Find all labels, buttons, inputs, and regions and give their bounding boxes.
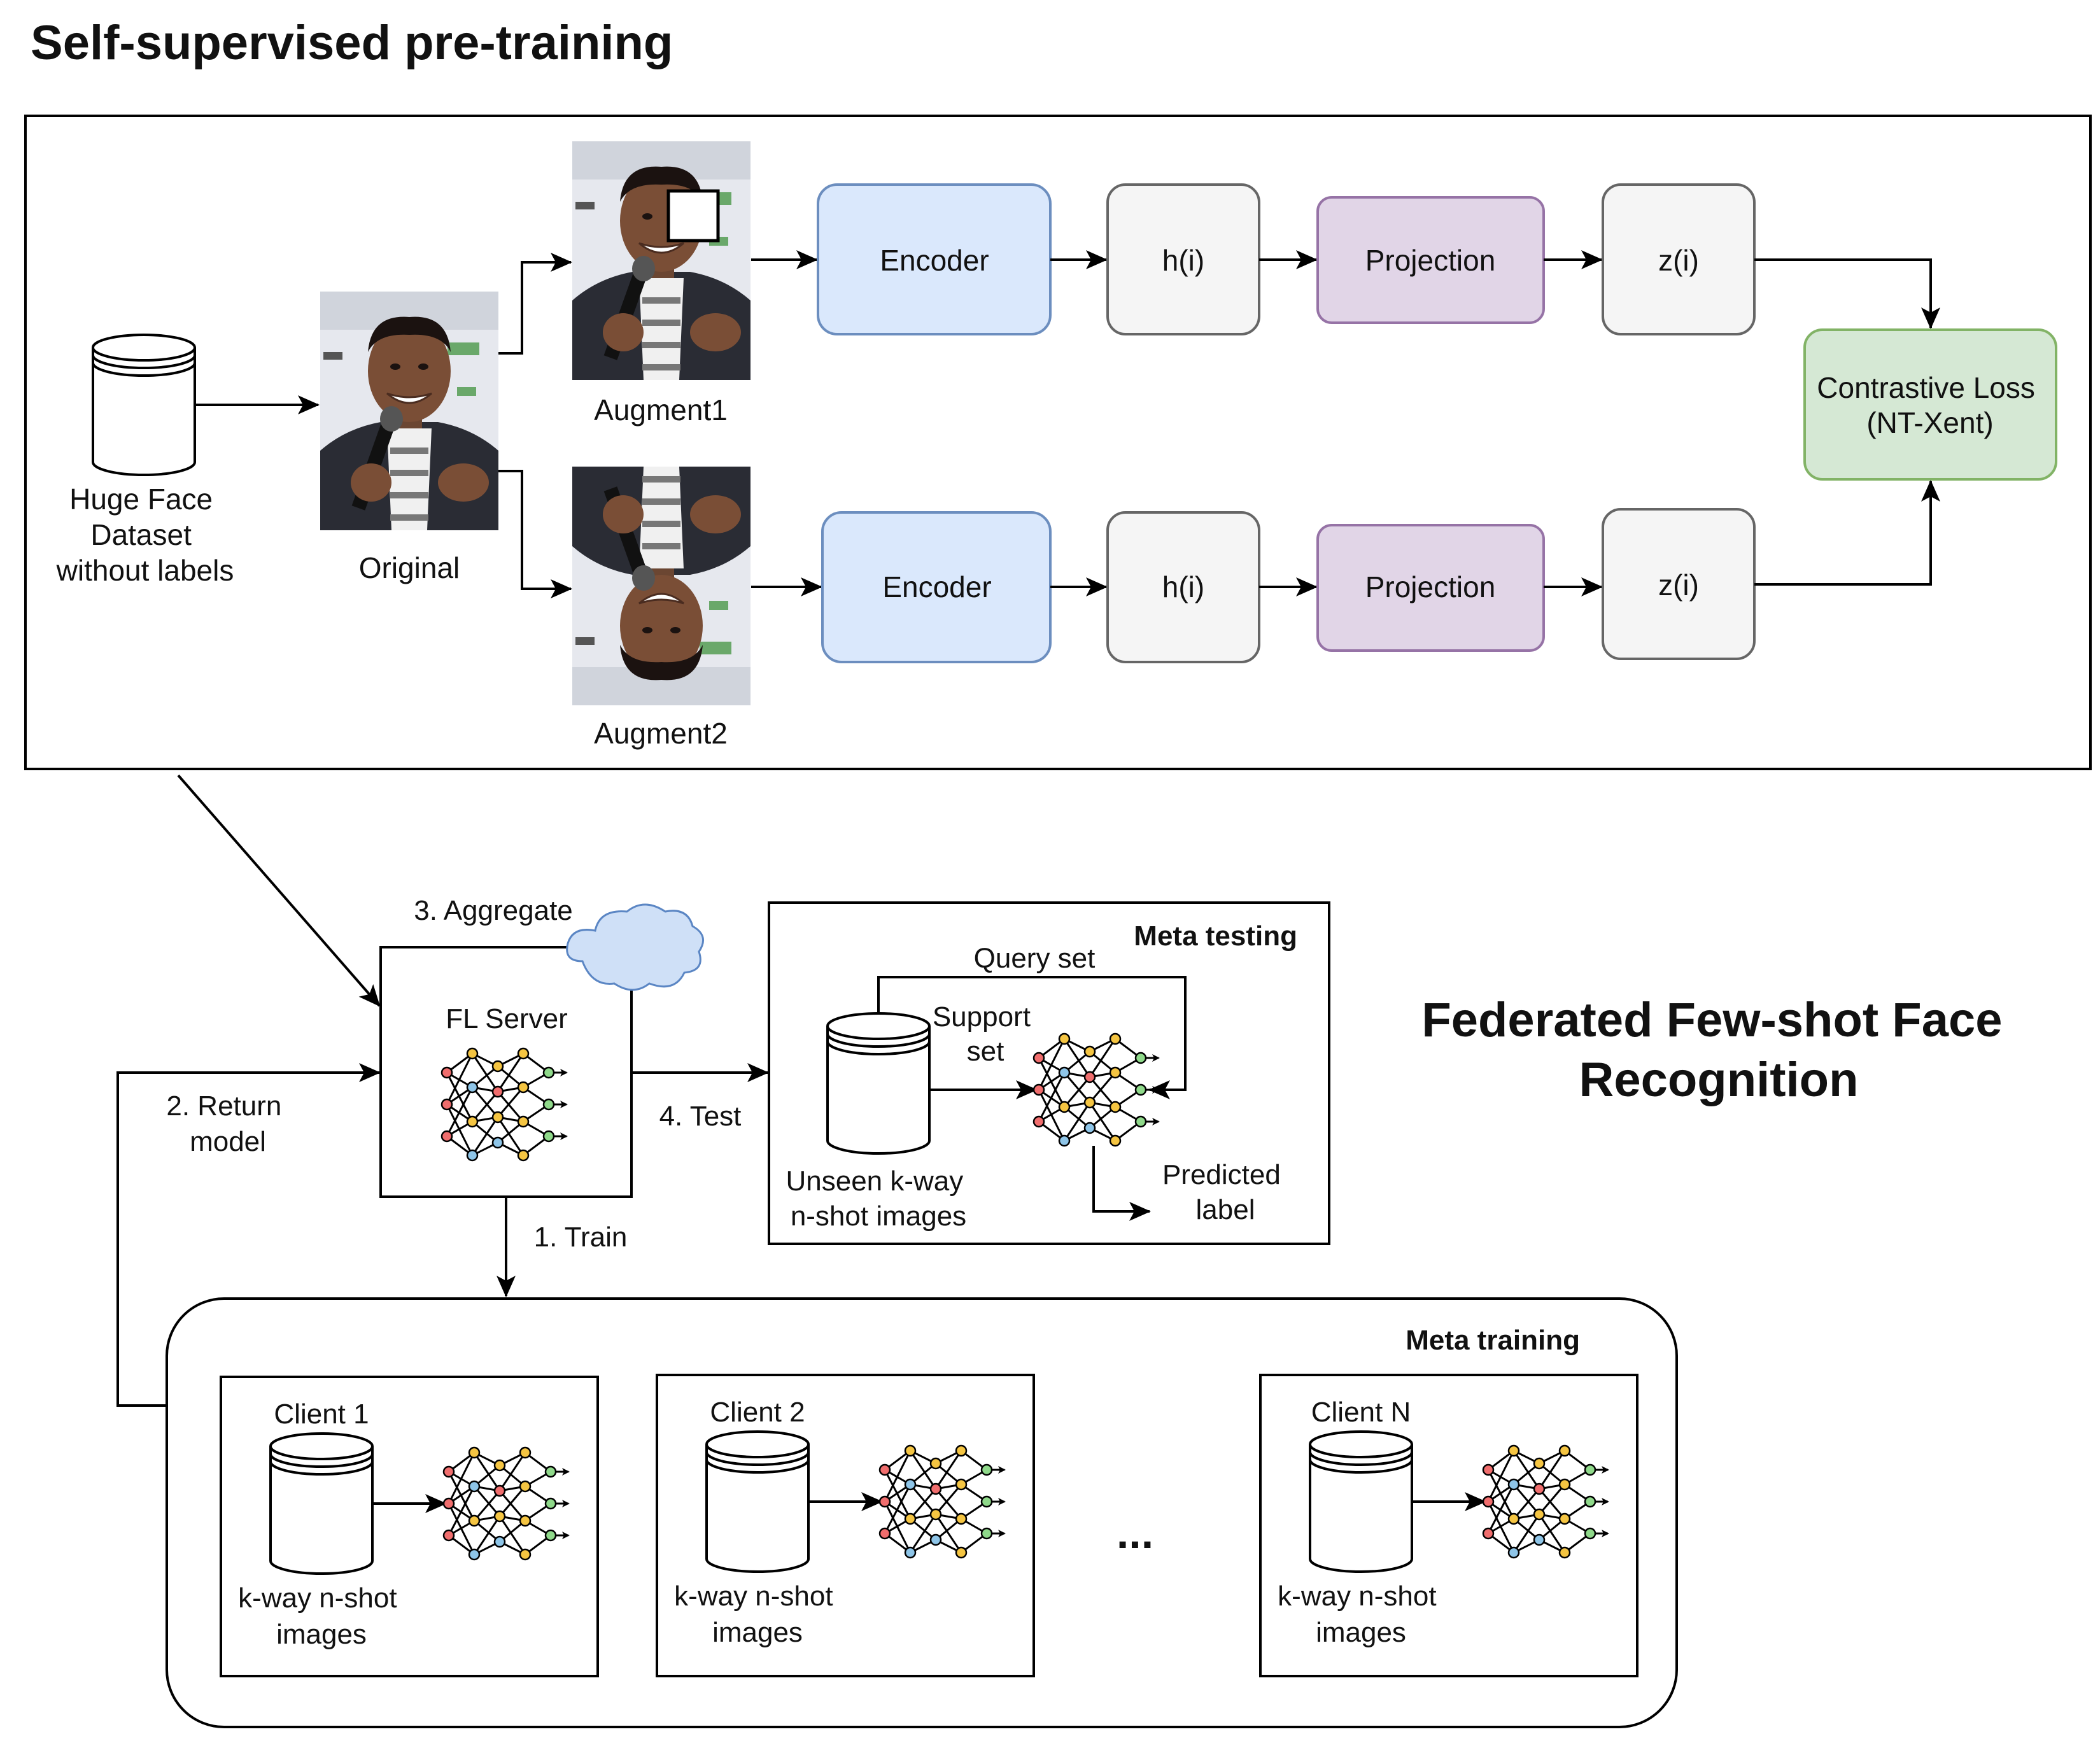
unseen-images-label: Unseen k-way n-shot images bbox=[786, 1166, 971, 1232]
database-icon bbox=[92, 334, 196, 476]
support-set-label: Support set bbox=[933, 1001, 1038, 1067]
arrow-z-to-loss-bottom bbox=[1754, 480, 1940, 586]
arrow-to-augment2 bbox=[498, 470, 572, 598]
z-label-bottom: z(i) bbox=[1658, 568, 1699, 602]
meta-testing-title: Meta testing bbox=[1134, 920, 1297, 952]
augment2-label: Augment2 bbox=[594, 717, 728, 750]
arrow-pretraining-to-server bbox=[177, 774, 381, 1007]
return-model-label: 2. Return model bbox=[166, 1090, 289, 1157]
h-label-bottom: h(i) bbox=[1162, 570, 1204, 603]
client-2-name: Client 2 bbox=[710, 1397, 805, 1428]
predicted-label-text: Predicted label bbox=[1162, 1159, 1288, 1225]
z-label-top: z(i) bbox=[1658, 244, 1699, 277]
dataset-label: Huge Face Dataset without labels bbox=[56, 483, 234, 587]
query-set-label: Query set bbox=[974, 943, 1096, 974]
client-1-name: Client 1 bbox=[274, 1399, 369, 1430]
client-1-database-icon bbox=[269, 1432, 374, 1575]
client-1-images-label: k-way n-shot images bbox=[238, 1582, 405, 1650]
clients-ellipsis: ... bbox=[1117, 1508, 1153, 1558]
arrow-return-model bbox=[116, 1063, 381, 1407]
h-label-top: h(i) bbox=[1162, 244, 1204, 277]
occlusion-patch bbox=[666, 189, 720, 243]
contrastive-loss-box bbox=[1803, 328, 2057, 481]
augment1-face-image bbox=[572, 141, 751, 380]
augment2-face-image bbox=[572, 467, 751, 705]
arrow-query-set bbox=[877, 976, 1187, 1099]
arrow-z-to-loss-top bbox=[1754, 258, 1940, 329]
original-face-image bbox=[320, 292, 498, 530]
client-n-images-label: k-way n-shot images bbox=[1278, 1581, 1444, 1648]
projection-label-top: Projection bbox=[1365, 244, 1496, 277]
test-label: 4. Test bbox=[659, 1101, 742, 1132]
federated-title: Federated Few-shot Face Recognition bbox=[1421, 993, 2015, 1107]
client-n-database-icon bbox=[1309, 1430, 1413, 1573]
meta-training-title: Meta training bbox=[1406, 1325, 1580, 1356]
encoder-label-bottom: Encoder bbox=[882, 570, 991, 603]
contrastive-loss-label: Contrastive Loss (NT-Xent) bbox=[1817, 371, 2043, 439]
aggregate-label: 3. Aggregate bbox=[414, 895, 573, 926]
client-n-name: Client N bbox=[1311, 1397, 1411, 1428]
original-label: Original bbox=[359, 551, 460, 584]
arrow-predicted-label bbox=[1092, 1146, 1151, 1221]
encoder-label-top: Encoder bbox=[880, 244, 989, 277]
augment1-label: Augment1 bbox=[594, 393, 728, 426]
unseen-images-database-icon bbox=[826, 1012, 931, 1155]
train-label: 1. Train bbox=[534, 1222, 628, 1253]
cloud-icon bbox=[566, 903, 705, 991]
client-2-images-label: k-way n-shot images bbox=[674, 1581, 841, 1648]
pretraining-title: Self-supervised pre-training bbox=[31, 16, 673, 70]
arrow-to-augment1 bbox=[498, 253, 572, 355]
client-2-database-icon bbox=[705, 1430, 810, 1573]
projection-label-bottom: Projection bbox=[1365, 570, 1496, 603]
pretraining-frame bbox=[24, 115, 2092, 770]
fl-server-label: FL Server bbox=[446, 1003, 568, 1034]
